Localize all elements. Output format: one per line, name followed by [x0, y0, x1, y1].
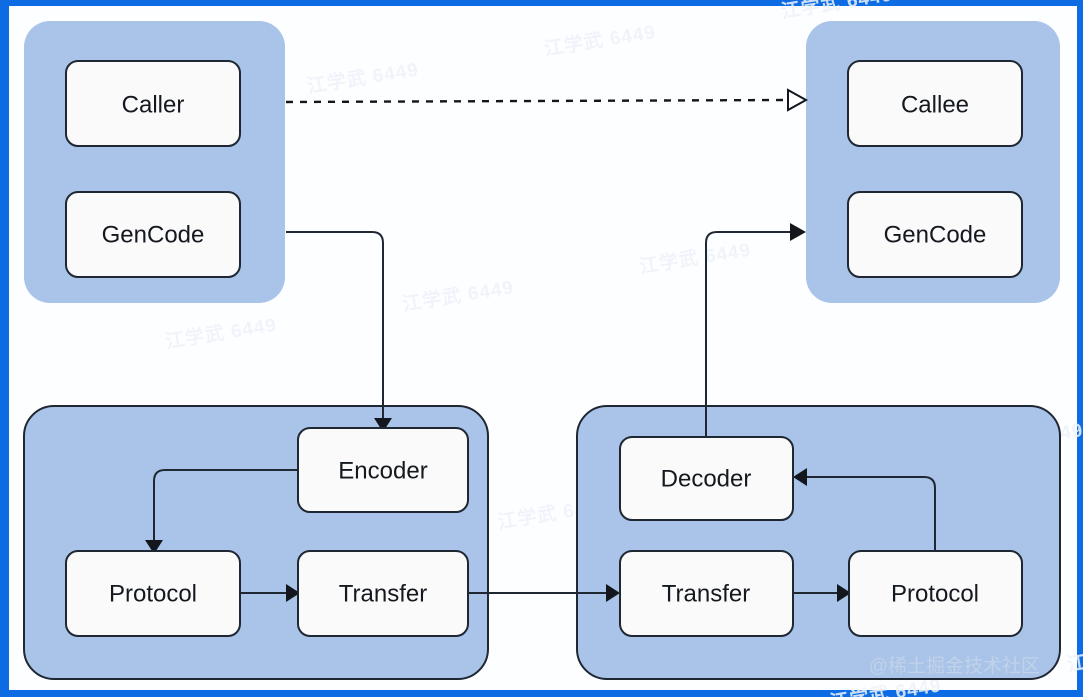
node-callee-box[interactable]: [847, 60, 1023, 147]
node-server-protocol-box[interactable]: [848, 550, 1023, 637]
edge-encoder-to-protocol: [145, 469, 298, 554]
node-caller-label: Caller: [122, 92, 185, 119]
node-server-transfer-box[interactable]: [619, 550, 794, 637]
edge-protocol-to-decoder: [793, 468, 936, 550]
hollow-arrowhead: [787, 88, 809, 112]
arrowhead: [286, 584, 300, 602]
node-client-protocol[interactable]: Protocol: [65, 550, 241, 637]
edge-protocol-to-transfer: [240, 584, 300, 602]
node-server-transfer[interactable]: Transfer: [619, 550, 794, 637]
node-caller-box[interactable]: [65, 60, 241, 147]
node-callee-label: Callee: [901, 92, 969, 119]
edge-transfer-to-transfer: [468, 584, 620, 602]
node-client-protocol-box[interactable]: [65, 550, 241, 637]
node-client-transfer-box[interactable]: [297, 550, 469, 637]
node-server-protocol-label: Protocol: [891, 581, 979, 608]
node-decoder-label: Decoder: [661, 466, 752, 493]
node-caller-gencode[interactable]: GenCode: [65, 191, 241, 278]
arrowhead: [374, 418, 392, 432]
node-callee-gencode[interactable]: GenCode: [847, 191, 1023, 278]
node-callee[interactable]: Callee: [847, 60, 1023, 147]
node-caller-gencode-box[interactable]: [65, 191, 241, 278]
corner-watermark: @稀土掘金技术社区: [869, 655, 1040, 677]
node-caller-gencode-label: GenCode: [102, 222, 205, 249]
node-server-transfer-label: Transfer: [662, 581, 750, 608]
node-decoder[interactable]: Decoder: [619, 436, 794, 521]
edge-gencode-to-encoder: [286, 231, 392, 432]
node-client-protocol-label: Protocol: [109, 581, 197, 608]
node-server-protocol[interactable]: Protocol: [848, 550, 1023, 637]
node-caller[interactable]: Caller: [65, 60, 241, 147]
arrowhead: [793, 468, 807, 486]
node-callee-gencode-box[interactable]: [847, 191, 1023, 278]
edge-decoder-to-gencode: [705, 223, 806, 437]
edge-transfer-to-protocol: [793, 584, 851, 602]
node-callee-gencode-label: GenCode: [884, 222, 987, 249]
arrowhead: [790, 223, 806, 241]
arrowhead: [606, 584, 620, 602]
arrowhead: [145, 540, 163, 554]
node-encoder[interactable]: Encoder: [297, 427, 469, 513]
node-decoder-box[interactable]: [619, 436, 794, 521]
node-client-transfer-label: Transfer: [339, 581, 427, 608]
node-client-transfer[interactable]: Transfer: [297, 550, 469, 637]
node-encoder-box[interactable]: [297, 427, 469, 513]
node-encoder-label: Encoder: [338, 458, 427, 485]
arrowhead: [837, 584, 851, 602]
edge-caller-to-callee: [285, 88, 809, 112]
